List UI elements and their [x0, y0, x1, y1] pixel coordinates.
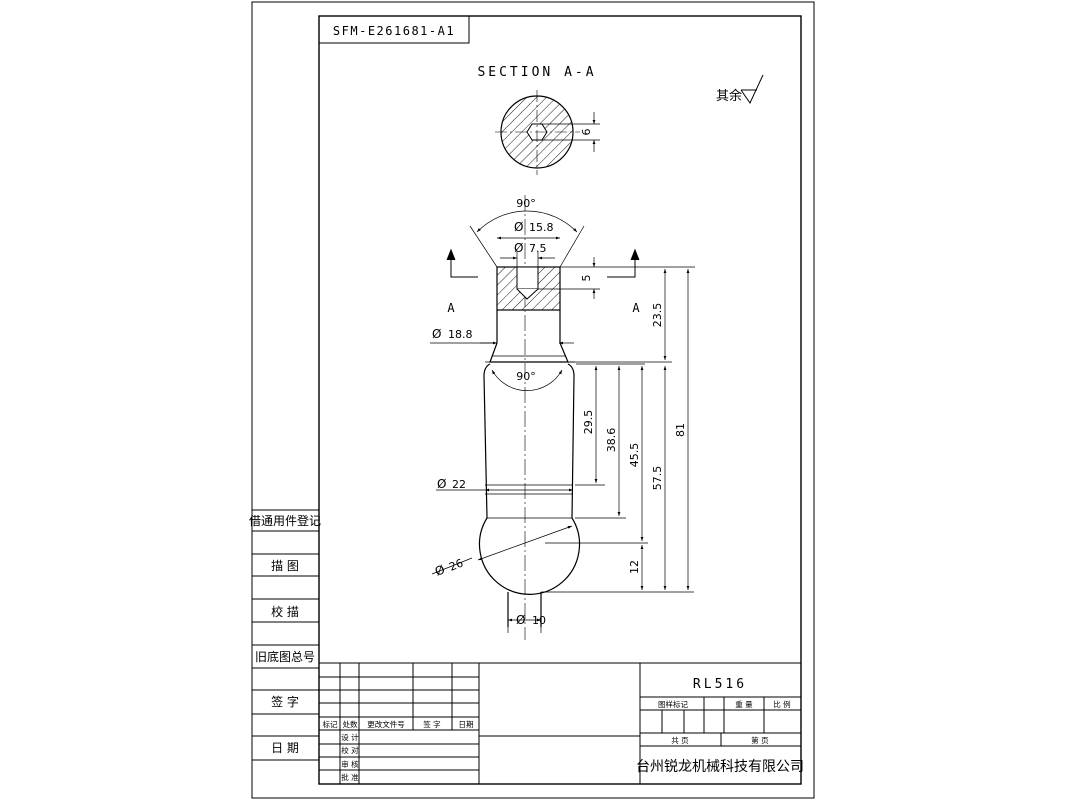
side-date-label: 日 期	[271, 741, 299, 755]
role-proofread: 校 对	[341, 745, 359, 755]
surface-finish-note: 其余	[716, 74, 764, 105]
dim-29-5: 29.5	[582, 410, 595, 435]
part-code: SFM-E261681-A1	[333, 24, 455, 38]
dia-symbol-26: Ø	[433, 562, 447, 579]
dim-angle-mid: 90°	[516, 370, 536, 383]
side-old-drawing-label: 旧底图总号	[255, 649, 315, 664]
section-mark-left: A	[447, 301, 455, 315]
dim-81: 81	[674, 423, 687, 437]
side-panel: 借通用件登记 描 图 校 描 旧底图总号 签 字 日 期	[249, 509, 321, 761]
dim-23-5: 23.5	[651, 303, 664, 328]
dia-symbol-22: Ø	[437, 477, 446, 491]
roughness-symbol-icon	[740, 74, 764, 105]
role-approve: 批 准	[341, 772, 359, 782]
hex-bore	[516, 266, 539, 290]
side-checking-label: 校 描	[271, 604, 299, 619]
dia-symbol-10: Ø	[516, 613, 525, 627]
section-view: 6	[495, 90, 600, 175]
dim-dia-22: 22	[452, 478, 466, 491]
rev-header-count: 处数	[343, 719, 358, 729]
section-title: SECTION A-A	[477, 65, 596, 80]
side-signature-label: 签 字	[271, 694, 299, 709]
dim-dia-15-8: 15.8	[529, 221, 554, 234]
surface-note-text: 其余	[716, 88, 742, 104]
dim-hex-width: 6	[580, 129, 593, 136]
side-tracing-label: 描 图	[271, 559, 299, 573]
rev-header-mark: 标记	[323, 719, 338, 729]
dimension-texts: 90° Ø 15.8 Ø 7.5 5 23.5 Ø 18.8 90° 29.5 …	[432, 197, 687, 627]
dim-dia-10: 10	[532, 614, 546, 627]
dia-symbol-15-8: Ø	[514, 220, 523, 234]
side-register-label: 借通用件登记	[249, 513, 321, 528]
rev-header-signature: 签 字	[423, 719, 440, 729]
role-design: 设 计	[341, 732, 359, 742]
dimension-lines	[430, 210, 695, 633]
part-main-view	[478, 195, 581, 640]
part-number: RL516	[693, 677, 747, 692]
scale-label: 比 例	[773, 699, 790, 709]
dim-45-5: 45.5	[628, 443, 641, 468]
section-mark-right: A	[632, 301, 640, 315]
dim-57-5: 57.5	[651, 466, 664, 491]
dia-symbol-18-8: Ø	[432, 327, 441, 341]
part-code-box: SFM-E261681-A1	[318, 15, 470, 44]
total-pages-label: 共 页	[671, 736, 689, 745]
role-review: 审 核	[341, 759, 359, 769]
title-block: RL516 图样标记 重 量 比 例 共 页 第 页 标记 处数 更改文件号 签…	[318, 662, 804, 785]
rev-header-docno: 更改文件号	[367, 719, 405, 729]
dim-depth-5: 5	[580, 275, 593, 282]
dim-38-6: 38.6	[605, 428, 618, 453]
dia-symbol-7-5: Ø	[514, 241, 523, 255]
company-name: 台州锐龙机械科技有限公司	[636, 759, 804, 775]
ball-end	[478, 517, 581, 595]
dim-12: 12	[628, 560, 641, 574]
section-markers	[446, 248, 640, 278]
dim-dia-18-8: 18.8	[448, 328, 473, 341]
sheet-number-label: 第 页	[751, 735, 769, 745]
rev-header-date: 日期	[459, 720, 474, 729]
dim-dia-7-5: 7.5	[529, 242, 547, 255]
stage-mark-label: 图样标记	[658, 699, 688, 709]
weight-label: 重 量	[735, 700, 753, 709]
dim-dia-26: 26	[447, 556, 465, 573]
dim-angle-top: 90°	[516, 197, 536, 210]
